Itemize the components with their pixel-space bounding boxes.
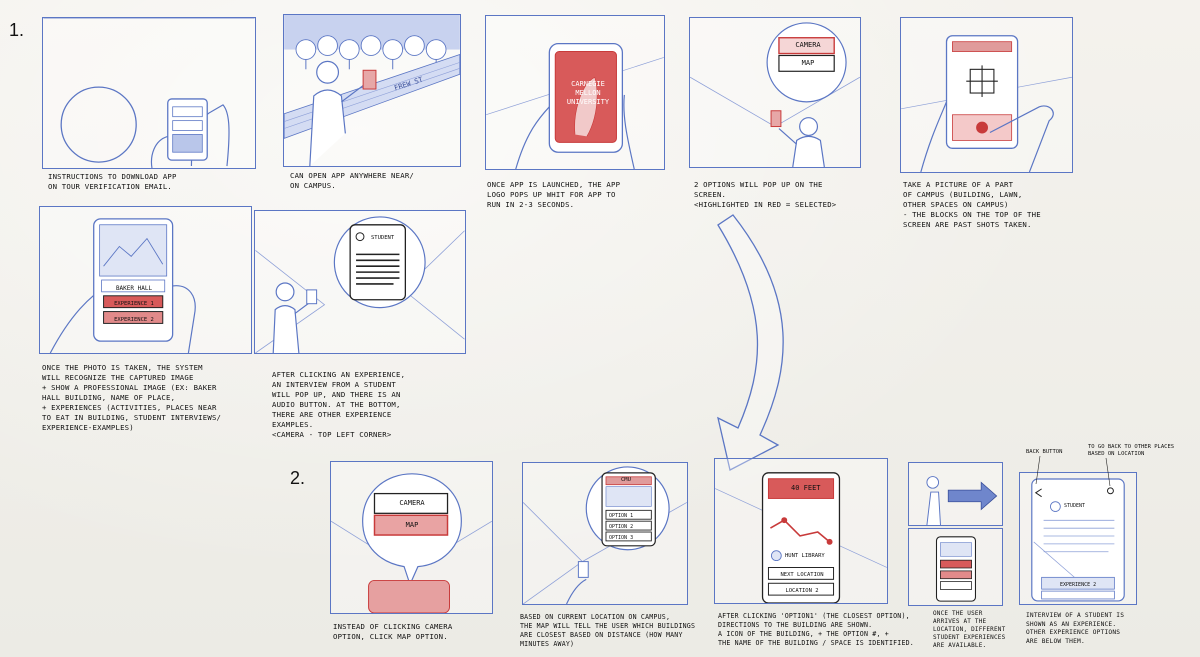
caption-map-3: AFTER CLICKING 'OPTION1' (THE CLOSEST OP… bbox=[718, 612, 914, 647]
sketch-label-cmu-logo: CARNEGIE MELLON UNIVERSITY bbox=[566, 80, 610, 106]
sketch-label-student: STUDENT bbox=[371, 235, 395, 241]
sketch-label-map-2: MAP bbox=[405, 521, 419, 529]
sketch-label-next-location: NEXT LOCATION bbox=[780, 572, 824, 578]
sketch-label-student-2: STUDENT bbox=[1064, 503, 1086, 509]
caption-map-4: ONCE THE USER ARRIVES AT THE LOCATION, D… bbox=[933, 610, 1006, 649]
storyboard-panel-7: STUDENT bbox=[254, 210, 466, 354]
sketch-label-option2: OPTION 2 bbox=[609, 524, 634, 530]
storyboard-panel-map-1: CAMERA MAP bbox=[330, 461, 493, 614]
caption-panel-7: AFTER CLICKING AN EXPERIENCE, AN INTERVI… bbox=[272, 370, 406, 439]
sketch-interview-experience bbox=[1031, 478, 1125, 602]
storyboard-panel-1 bbox=[42, 17, 256, 169]
sketch-closest-buildings bbox=[523, 466, 687, 604]
sketch-label-baker-hall: BAKER HALL bbox=[115, 285, 153, 292]
caption-panel-4: 2 OPTIONS WILL POP UP ON THE SCREEN. <HI… bbox=[694, 180, 837, 209]
caption-map-5: INTERVIEW OF A STUDENT IS SHOWN AS AN EX… bbox=[1026, 612, 1125, 645]
sketch-street-open-app bbox=[284, 15, 460, 166]
row-label-1: 1. bbox=[9, 20, 25, 40]
caption-panel-2: CAN OPEN APP ANYWHERE NEAR/ ON CAMPUS. bbox=[290, 171, 415, 190]
annotation-go-back: TO GO BACK TO OTHER PLACES BASED ON LOCA… bbox=[1088, 444, 1175, 457]
storyboard-panel-map-3: 40 FEET HUNT LIBRARY NEXT LOCATION LOCAT… bbox=[714, 458, 888, 604]
sketch-label-hunt-library: HUNT LIBRARY bbox=[785, 553, 825, 559]
storyboard-panel-2: FREW ST bbox=[283, 14, 461, 167]
sketch-label-camera: CAMERA bbox=[795, 41, 821, 49]
sketch-label-feet: 40 FEET bbox=[791, 484, 821, 492]
sketch-phone-email bbox=[43, 18, 255, 168]
sketch-label-experience-2b: EXPERIENCE 2 bbox=[1060, 582, 1097, 588]
caption-map-2: BASED ON CURRENT LOCATION ON CAMPUS, THE… bbox=[520, 613, 696, 648]
sketch-walking-arrow bbox=[926, 476, 998, 525]
caption-map-1: INSTEAD OF CLICKING CAMERA OPTION, CLICK… bbox=[333, 622, 453, 641]
sketch-label-cmu: CMU bbox=[621, 477, 631, 483]
storyboard-panel-map-4b bbox=[908, 528, 1003, 606]
row-label-2: 2. bbox=[290, 468, 306, 488]
sketch-label-map: MAP bbox=[801, 59, 815, 67]
sketch-recognized-building bbox=[49, 218, 196, 353]
sketch-take-picture bbox=[901, 35, 1072, 172]
storyboard-panel-map-2: CMU OPTION 1 OPTION 2 OPTION 3 bbox=[522, 462, 688, 605]
storyboard-panel-4: CAMERA MAP bbox=[689, 17, 861, 168]
sketch-label-camera-2: CAMERA bbox=[399, 499, 425, 507]
caption-panel-6: ONCE THE PHOTO IS TAKEN, THE SYSTEM WILL… bbox=[42, 363, 222, 432]
storyboard-panel-6: BAKER HALL EXPERIENCE 1 EXPERIENCE 2 bbox=[39, 206, 252, 354]
sketch-two-options-bubble bbox=[690, 22, 860, 167]
sketch-experiences-available bbox=[935, 536, 977, 602]
annotation-back-button: BACK BUTTON bbox=[1026, 449, 1063, 455]
sketch-map-option-bubble bbox=[331, 473, 492, 613]
caption-panel-5: TAKE A PICTURE OF A PART OF CAMPUS (BUIL… bbox=[903, 180, 1041, 229]
storyboard-panel-5 bbox=[900, 17, 1073, 173]
sketch-app-launch-logo bbox=[486, 42, 664, 169]
sketch-label-option1: OPTION 1 bbox=[609, 513, 634, 519]
storyboard-panel-3: CARNEGIE MELLON UNIVERSITY bbox=[485, 15, 665, 170]
caption-panel-1: INSTRUCTIONS TO DOWNLOAD APP ON TOUR VER… bbox=[48, 172, 177, 191]
sketch-label-experience-2: EXPERIENCE 2 bbox=[114, 317, 154, 323]
sketch-label-option3: OPTION 3 bbox=[609, 535, 634, 541]
storyboard-panel-map-4a bbox=[908, 462, 1003, 526]
storyboard-panel-map-5: STUDENT EXPERIENCE 2 bbox=[1019, 472, 1137, 605]
sketch-label-location2: LOCATION 2 bbox=[785, 588, 819, 594]
sketch-directions bbox=[715, 472, 887, 603]
sketch-label-experience-1: EXPERIENCE 1 bbox=[114, 301, 154, 307]
sketch-student-interview bbox=[255, 216, 465, 353]
caption-panel-3: ONCE APP IS LAUNCHED, THE APP LOGO POPS … bbox=[487, 180, 621, 209]
